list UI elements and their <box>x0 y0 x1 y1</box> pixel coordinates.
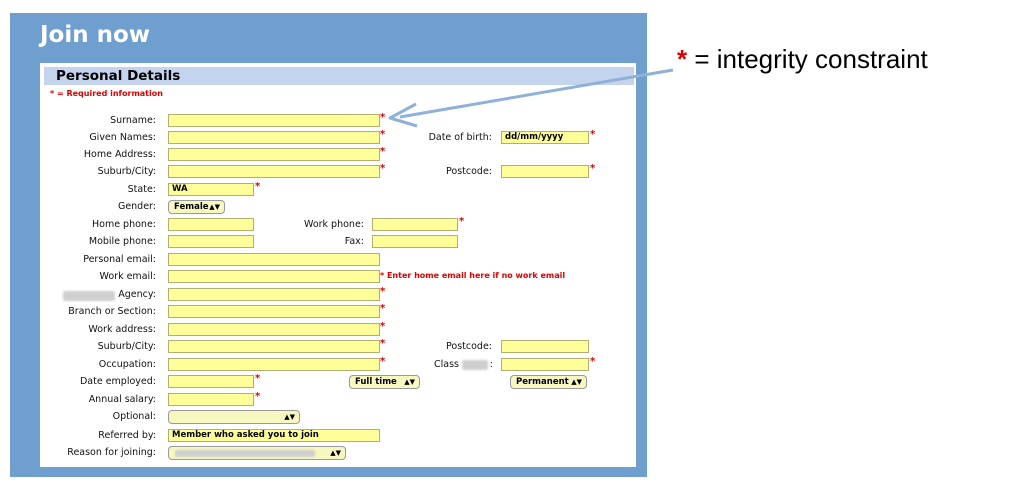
employment-type-select[interactable]: Permanent▲▼ <box>510 375 587 389</box>
branch-label: Branch or Section: <box>68 306 156 317</box>
personal-email-label: Personal email: <box>83 254 156 265</box>
occupation-label: Occupation: <box>98 359 156 370</box>
date-employed-input[interactable] <box>168 375 254 388</box>
work-email-input[interactable] <box>168 270 380 283</box>
work-address-input[interactable] <box>168 323 380 336</box>
required-note: * = Required information <box>50 89 163 98</box>
required-marker: * <box>590 356 596 367</box>
section-title: Personal Details <box>44 67 634 85</box>
work-address-label: Work address: <box>88 324 156 335</box>
home-phone-input[interactable] <box>168 218 254 231</box>
gender-label: Gender: <box>117 201 156 212</box>
required-marker: * <box>590 129 596 140</box>
optional-select[interactable]: ▲▼ <box>168 410 300 424</box>
mobile-phone-label: Mobile phone: <box>88 236 156 247</box>
required-marker: * <box>380 146 386 157</box>
work-suburb-input[interactable] <box>168 340 380 353</box>
state-input[interactable]: WA <box>168 183 254 196</box>
given-names-input[interactable] <box>168 131 380 144</box>
fax-label: Fax: <box>344 236 364 247</box>
legend-star: * <box>677 44 688 74</box>
employment-time-select[interactable]: Full time ▲▼ <box>349 375 420 389</box>
work-phone-input[interactable] <box>372 218 458 231</box>
work-suburb-label: Suburb/City: <box>97 341 156 352</box>
legend-text: = integrity constraint <box>694 44 928 74</box>
home-address-input[interactable] <box>168 148 380 161</box>
required-marker: * <box>459 216 465 227</box>
home-address-label: Home Address: <box>83 149 156 160</box>
referred-by-input[interactable]: Member who asked you to join <box>168 429 380 442</box>
required-marker: * <box>380 321 386 332</box>
work-postcode-label: Postcode: <box>446 341 492 352</box>
required-marker: * <box>380 163 386 174</box>
class-label: Class <box>434 359 459 370</box>
dob-input[interactable]: dd/mm/yyyy <box>501 131 589 144</box>
required-marker: * <box>380 303 386 314</box>
required-marker: * <box>380 112 386 123</box>
required-marker: * <box>380 356 386 367</box>
agency-input[interactable] <box>168 288 380 301</box>
postcode-label: Postcode: <box>446 166 492 177</box>
work-email-label: Work email: <box>99 271 156 282</box>
required-marker: * <box>380 338 386 349</box>
required-marker: * <box>380 286 386 297</box>
optional-label: Optional: <box>112 411 156 422</box>
page-title: Join now <box>40 22 151 48</box>
chevron-updown-icon: ▲▼ <box>284 413 295 421</box>
class-colon: : <box>489 359 493 370</box>
occupation-input[interactable] <box>168 358 380 371</box>
work-postcode-input[interactable] <box>501 340 589 353</box>
date-employed-label: Date employed: <box>79 376 156 387</box>
state-label: State: <box>127 184 156 195</box>
agency-label: Agency: <box>118 289 156 300</box>
surname-input[interactable] <box>168 114 380 127</box>
required-marker: * <box>255 181 261 192</box>
mobile-phone-input[interactable] <box>168 235 254 248</box>
employment-time-value: Full time <box>355 377 397 387</box>
annual-salary-label: Annual salary: <box>88 394 156 405</box>
fax-input[interactable] <box>372 235 458 248</box>
work-email-warning: * Enter home email here if no work email <box>380 271 566 280</box>
surname-label: Surname: <box>110 115 156 126</box>
suburb-city-label: Suburb/City: <box>97 166 156 177</box>
annual-salary-input[interactable] <box>168 393 254 406</box>
personal-email-input[interactable] <box>168 253 380 266</box>
home-phone-label: Home phone: <box>91 219 156 230</box>
chevron-updown-icon: ▲▼ <box>330 449 341 457</box>
required-marker: * <box>590 163 596 174</box>
reason-select[interactable]: ▲▼ <box>168 446 346 460</box>
required-marker: * <box>380 129 386 140</box>
work-phone-label: Work phone: <box>303 219 364 230</box>
required-marker: * <box>255 391 261 402</box>
redacted-text <box>175 450 315 457</box>
chevron-updown-icon: ▲▼ <box>209 203 220 211</box>
chevron-updown-icon: ▲▼ <box>571 378 582 386</box>
chevron-updown-icon: ▲▼ <box>404 378 415 386</box>
reason-label: Reason for joining: <box>67 447 156 458</box>
dob-label: Date of birth: <box>428 132 492 143</box>
legend: * = integrity constraint <box>677 44 928 75</box>
referred-by-label: Referred by: <box>98 430 156 441</box>
redacted-text <box>63 291 115 301</box>
gender-value: Female <box>174 202 209 212</box>
postcode-input[interactable] <box>501 165 589 178</box>
redacted-text <box>462 360 488 370</box>
required-marker: * <box>255 373 261 384</box>
class-input[interactable] <box>501 358 589 371</box>
gender-select[interactable]: Female▲▼ <box>168 200 225 214</box>
given-names-label: Given Names: <box>89 132 156 143</box>
branch-input[interactable] <box>168 305 380 318</box>
employment-type-value: Permanent <box>516 377 569 387</box>
suburb-city-input[interactable] <box>168 165 380 178</box>
